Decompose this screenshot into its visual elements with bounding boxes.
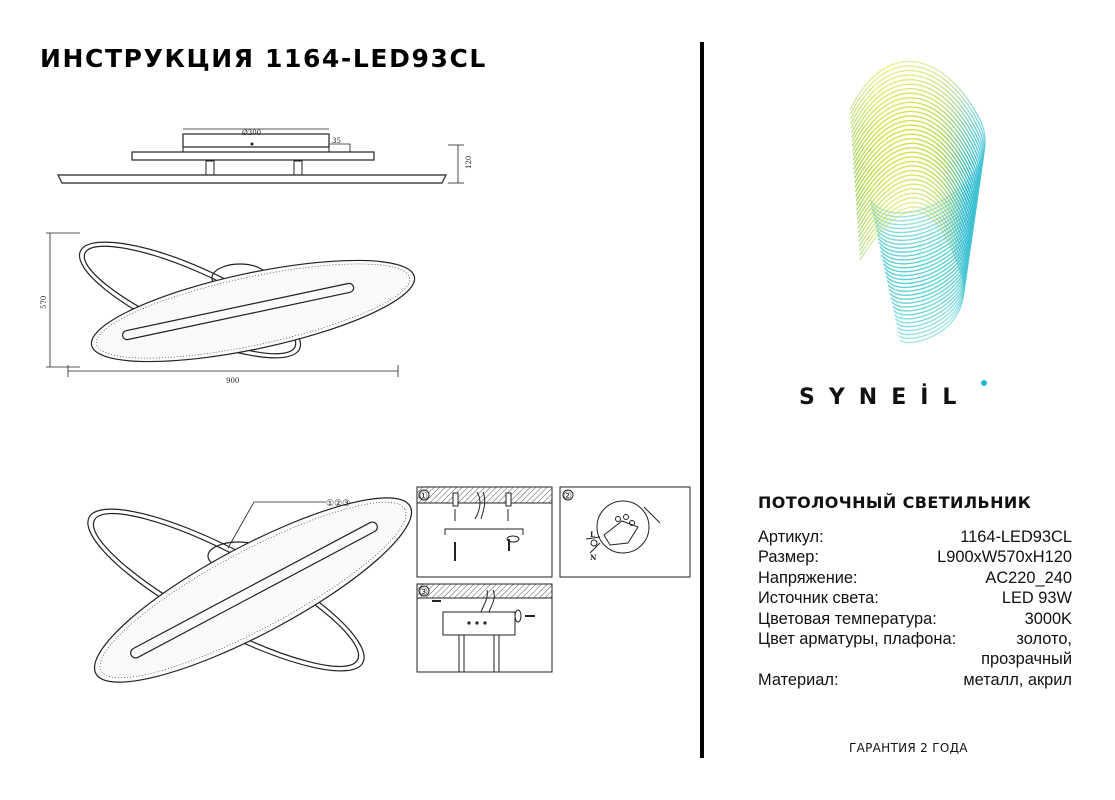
base-height-label: 35 [332, 137, 341, 145]
logo-wave-strand [853, 115, 978, 261]
logo-wave-strand [857, 179, 969, 316]
spec-label: Напряжение: [758, 568, 858, 587]
logo-wave-strand [856, 174, 970, 312]
logo-wave-strand [856, 160, 972, 300]
logo-wave-strand [851, 92, 982, 241]
logo-wave-strand [855, 151, 973, 292]
logo-wave-strand [853, 120, 978, 265]
logo-wave-strand [858, 201, 966, 336]
wire-l-label: L [590, 530, 595, 539]
spec-row-size: Размер: L900xW570xH120 [758, 547, 1072, 567]
spec-label: Материал: [758, 670, 839, 689]
logo-wave-strand [850, 74, 984, 226]
logo-wave-strand [852, 101, 980, 249]
logo-wave-strand [856, 170, 971, 308]
brand-name: SYNEİL [799, 385, 971, 410]
page-title: ИНСТРУКЦИЯ 1164-LED93CL [40, 44, 487, 73]
spec-value: L900xW570xH120 [937, 548, 1072, 567]
step1-panel: ① [416, 486, 553, 578]
spec-value: 3000K [1024, 609, 1072, 628]
diameter-label: Ø300 [242, 129, 261, 137]
height-label: 120 [465, 156, 473, 169]
spec-label: Источник света: [758, 589, 879, 608]
step3-label: ③ [419, 587, 428, 598]
spec-list: Артикул: 1164-LED93CL Размер: L900xW570x… [758, 527, 1072, 690]
length-dimension-label: 900 [226, 377, 239, 385]
brand-logo-icon [849, 60, 986, 344]
side-view-drawing: Ø300 35 120 [57, 128, 473, 184]
spec-row-color-temperature: Цветовая температура: 3000K [758, 609, 1072, 629]
step1-label: ① [419, 491, 428, 502]
logo-wave-strand [850, 79, 984, 230]
logo-wave-strand [850, 83, 983, 234]
logo-wave-strand [857, 183, 968, 320]
perspective-drawing: ①②③ [87, 497, 413, 683]
spec-label: Цвет арматуры, плафона: [758, 630, 957, 649]
logo-wave-strand [851, 88, 982, 237]
spec-row-material: Материал: металл, акрил [758, 670, 1072, 690]
logo-wave-strand [854, 133, 976, 277]
logo-wave-strand [851, 97, 981, 245]
logo-wave-strand [856, 165, 971, 304]
spec-label: Размер: [758, 548, 819, 567]
step2-panel: ② L N [559, 486, 691, 578]
wire-n-label: N [590, 553, 597, 562]
logo-wave-strand [853, 129, 976, 273]
logo-wave-strand [853, 124, 977, 269]
warranty-text: ГАРАНТИЯ 2 ГОДА [849, 741, 968, 755]
step3-panel: ③ [416, 583, 553, 673]
step2-label: ② [563, 491, 572, 502]
logo-wave-strand [854, 138, 975, 281]
spec-value: AC220_240 [985, 568, 1072, 587]
spec-row-voltage: Напряжение: AC220_240 [758, 568, 1072, 588]
spec-value: 1164-LED93CL [960, 528, 1072, 546]
logo-wave-strand [858, 192, 967, 328]
spec-label: Артикул: [758, 528, 824, 546]
spec-value-continued: прозрачный [981, 650, 1072, 669]
logo-wave-strand [855, 147, 974, 289]
parts-label: ①②③ [326, 499, 350, 509]
logo-wave-strand [859, 210, 965, 344]
logo-wave-strand [849, 65, 986, 218]
logo-wave-strand [849, 70, 985, 222]
logo-wave-strand [855, 156, 972, 296]
spec-value: LED 93W [1001, 589, 1072, 608]
logo-wave-strand [852, 106, 980, 253]
spec-value: золото, [1016, 630, 1072, 649]
logo-wave-strand [858, 197, 967, 332]
width-dimension-label: 570 [40, 296, 48, 309]
spec-value: металл, акрил [963, 670, 1072, 689]
product-title: ПОТОЛОЧНЫЙ СВЕТИЛЬНИК [758, 493, 1032, 512]
logo-wave-strand [857, 188, 968, 324]
vertical-divider [700, 42, 704, 758]
spec-row-article: Артикул: 1164-LED93CL [758, 527, 1072, 547]
logo-wave-strand [859, 206, 965, 340]
top-view-drawing: 570 900 [40, 232, 416, 385]
spec-row-color: Цвет арматуры, плафона: золото, [758, 629, 1072, 649]
logo-wave-strand [852, 110, 979, 257]
brand-dot-icon [981, 380, 987, 386]
spec-label: Цветовая температура: [758, 609, 937, 628]
logo-wave-strand [854, 142, 974, 285]
spec-row-light-source: Источник света: LED 93W [758, 588, 1072, 608]
